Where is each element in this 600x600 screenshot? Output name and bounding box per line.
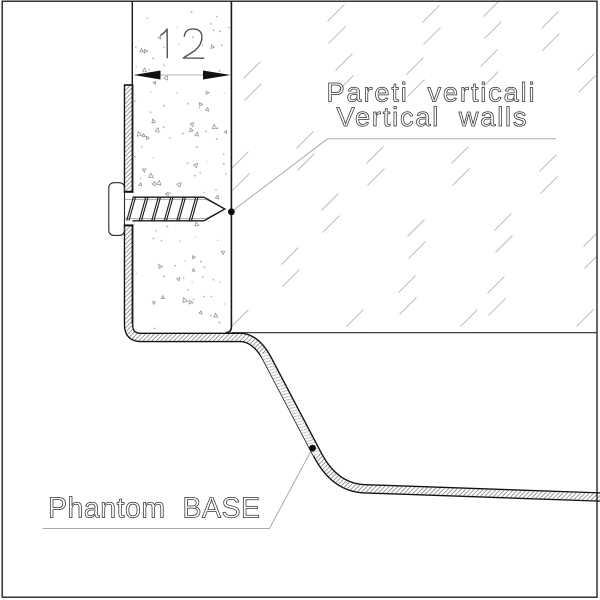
svg-text:Pareti verticali: Pareti verticali: [327, 77, 535, 108]
svg-text:Vertical walls: Vertical walls: [337, 101, 527, 132]
svg-text:Phantom BASE: Phantom BASE: [48, 493, 260, 525]
